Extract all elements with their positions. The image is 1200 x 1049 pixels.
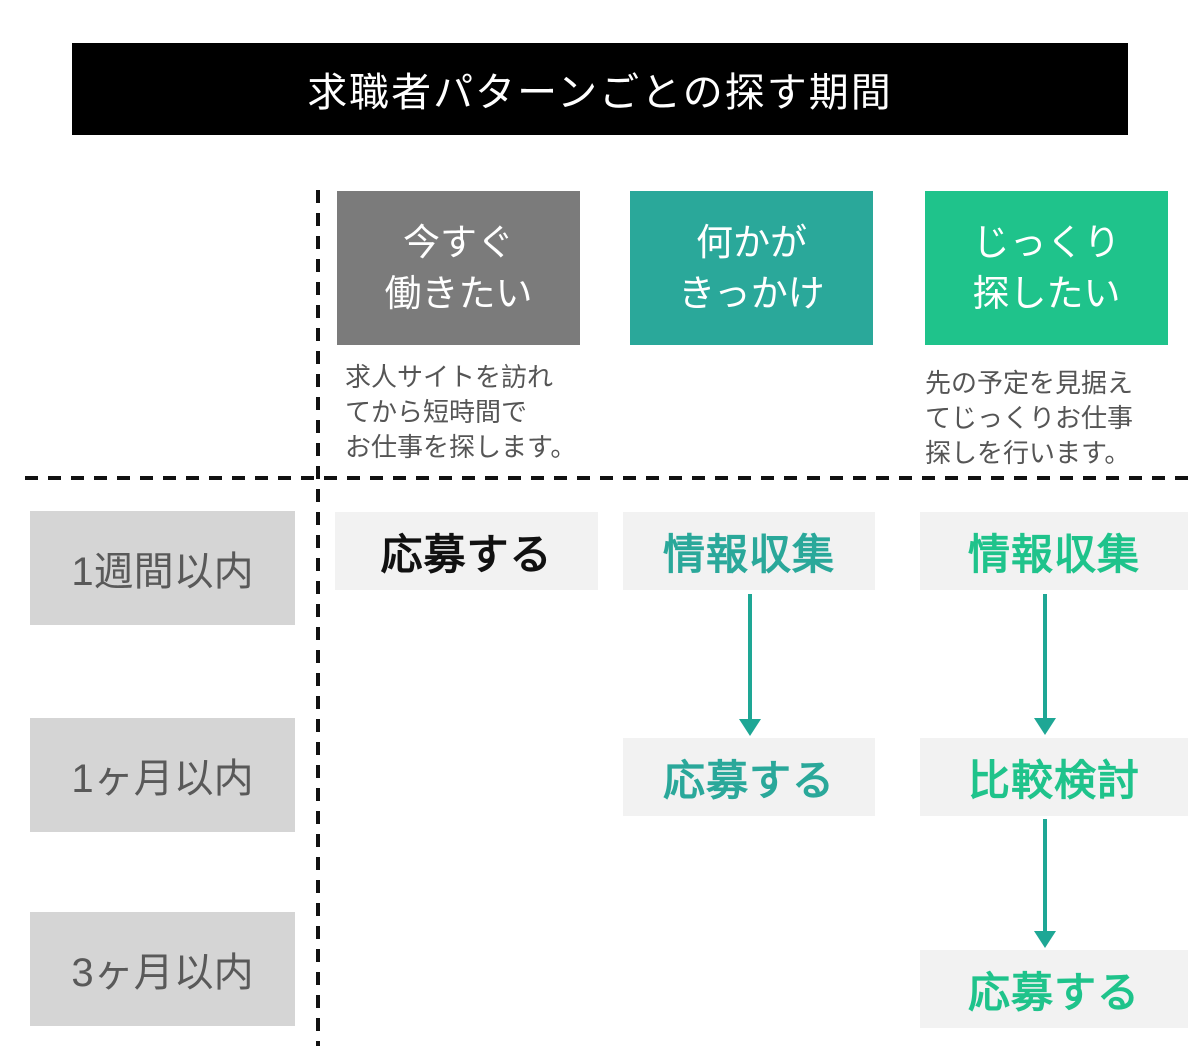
down-arrow-icon: [1034, 819, 1056, 948]
cell-trigger-apply: 応募する: [623, 738, 875, 816]
arrow-head: [1034, 718, 1056, 735]
cell-immediately-apply: 応募する: [335, 512, 598, 590]
cell-careful-apply: 応募する: [920, 950, 1188, 1028]
arrow-head: [739, 719, 761, 736]
arrow-shaft: [1043, 594, 1047, 718]
horizontal-dashed-divider: [25, 476, 1190, 480]
row-label-within-3-months: 3ヶ月以内: [30, 912, 295, 1026]
note-search-carefully: 先の予定を見据え てじっくりお仕事 探しを行います。: [925, 368, 1134, 469]
cell-trigger-gather-info: 情報収集: [623, 512, 875, 590]
down-arrow-icon: [739, 594, 761, 736]
note-work-immediately: 求人サイトを訪れ てから短時間で お仕事を探します。: [345, 362, 577, 463]
arrow-shaft: [748, 594, 752, 719]
row-label-within-1-month: 1ヶ月以内: [30, 718, 295, 832]
down-arrow-icon: [1034, 594, 1056, 735]
column-header-work-immediately: 今すぐ 働きたい: [337, 191, 580, 345]
column-header-search-carefully: じっくり 探したい: [925, 191, 1168, 345]
vertical-dashed-divider: [316, 190, 320, 1046]
arrow-head: [1034, 931, 1056, 948]
arrow-shaft: [1043, 819, 1047, 931]
cell-careful-gather-info: 情報収集: [920, 512, 1188, 590]
page-title: 求職者パターンごとの探す期間: [307, 71, 893, 115]
title-banner: 求職者パターンごとの探す期間: [72, 43, 1128, 135]
column-header-something-triggered: 何かが きっかけ: [630, 191, 873, 345]
row-label-within-1-week: 1週間以内: [30, 511, 295, 625]
cell-careful-compare: 比較検討: [920, 738, 1188, 816]
